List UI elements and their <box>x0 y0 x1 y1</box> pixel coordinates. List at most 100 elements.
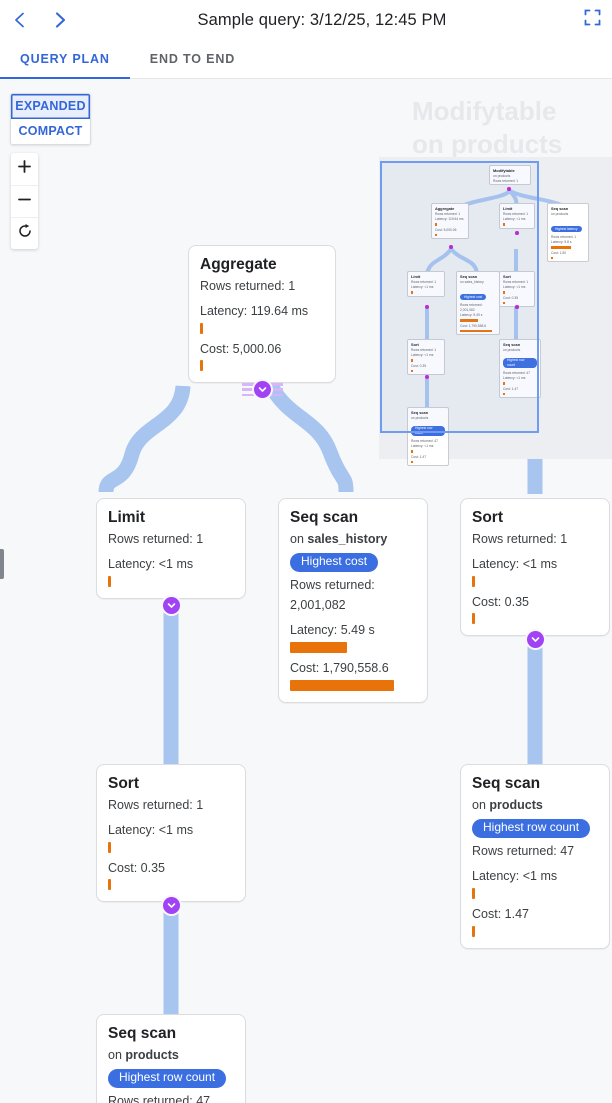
minimap-node-sub: Rows returned: 1 <box>493 178 519 183</box>
back-button[interactable] <box>0 0 40 40</box>
node-sort-low[interactable]: Sort Rows returned: 1 Latency: <1 ms Cos… <box>96 764 246 903</box>
minimap[interactable]: Modifytable on products Rows returned: 1… <box>379 157 612 467</box>
minimap-latency-bar <box>460 319 478 322</box>
minimap-node: Limit Rows returned: 1 Latency: <1 ms <box>407 271 445 297</box>
minimap-node: Modifytable on products Rows returned: 1 <box>489 165 531 186</box>
minimap-node-title: Seq scan <box>411 410 429 415</box>
minimap-latency-bar <box>411 291 413 294</box>
latency-bar <box>472 888 475 900</box>
minimap-node-title: Seq scan <box>551 206 569 211</box>
forward-button[interactable] <box>40 0 80 40</box>
minimap-cost-bar <box>411 369 413 373</box>
tab-query-plan[interactable]: QUERY PLAN <box>0 40 130 79</box>
minimap-node-sub: on sales_history <box>460 279 484 284</box>
cost-bar <box>200 360 203 372</box>
reset-view-button[interactable] <box>11 217 38 249</box>
plus-icon <box>17 159 32 179</box>
node-limit[interactable]: Limit Rows returned: 1 Latency: <1 ms <box>96 498 246 599</box>
minimap-cost-bar <box>411 460 413 464</box>
collapse-toggle-aggregate[interactable] <box>254 381 271 398</box>
minimap-latency-bar <box>411 359 413 362</box>
node-relation-name: sales_history <box>307 531 388 546</box>
node-on-prefix: on <box>290 531 308 546</box>
node-cost: Cost: 0.35 <box>472 594 529 609</box>
node-rows-value: 2,001,082 <box>290 598 346 613</box>
node-relation-name: products <box>125 1047 179 1062</box>
mode-expanded-button[interactable]: EXPANDED <box>11 94 90 119</box>
minimap-node: Sort Rows returned: 1 Latency: <1 ms Cos… <box>407 339 445 376</box>
node-title: Limit <box>108 509 146 526</box>
minimap-node-sub: Cost: 0.35 <box>411 363 427 368</box>
minimap-node-title: Sort <box>503 274 511 279</box>
tab-bar: QUERY PLAN END TO END <box>0 40 612 79</box>
node-title: Seq scan <box>108 1025 177 1042</box>
minimap-node-sub: on products <box>503 347 521 352</box>
minimap-cost-bar <box>503 392 505 396</box>
node-latency: Latency: <1 ms <box>472 869 558 884</box>
latency-bar <box>472 575 475 587</box>
node-cost: Cost: 5,000.06 <box>200 341 282 356</box>
minimap-cost-bar <box>460 329 492 333</box>
status-badge: Highest row count <box>472 818 591 839</box>
node-rows: Rows returned: 1 <box>108 797 204 812</box>
minimap-toggle-dot <box>449 245 453 249</box>
node-title: Aggregate <box>200 256 277 273</box>
minimap-node-sub: Latency: 5.49 s <box>460 313 483 318</box>
node-seqscan-products-bottom[interactable]: Seq scan on products Highest row count R… <box>96 1014 246 1103</box>
latency-bar <box>108 841 111 853</box>
latency-bar <box>200 322 203 334</box>
panel-resize-handle[interactable] <box>0 549 4 579</box>
status-badge: Highest row count <box>108 1068 227 1089</box>
node-cost: Cost: 1,790,558.6 <box>290 660 389 675</box>
minimap-node: Seq scan on products Highest row count R… <box>407 407 449 467</box>
collapse-toggle-sort-mid[interactable] <box>527 631 544 648</box>
node-cost: Cost: 0.35 <box>108 860 165 875</box>
node-rows: Rows returned: 1 <box>108 531 204 546</box>
zoom-out-button[interactable] <box>11 185 38 217</box>
minimap-toggle-dot <box>507 187 511 191</box>
minimap-node-sub: Rows returned: 47 <box>503 370 530 375</box>
minimap-node-sub: Cost: 1.47 <box>411 454 427 459</box>
node-aggregate[interactable]: Aggregate Rows returned: 1 Latency: 119.… <box>188 245 336 384</box>
node-rows: Rows returned: 1 <box>472 531 568 546</box>
minimap-node-title: Limit <box>411 274 421 279</box>
minimap-node-title: Aggregate <box>435 206 455 211</box>
minimap-viewport-rect[interactable] <box>380 161 539 433</box>
minimap-node-sub: Cost: 5,000.06 <box>435 227 457 232</box>
minimap-node-sub: Rows returned: 1 <box>551 234 577 239</box>
display-mode-group: EXPANDED COMPACT <box>10 93 91 145</box>
collapse-toggle-limit[interactable] <box>163 597 180 614</box>
tab-end-to-end[interactable]: END TO END <box>149 52 236 66</box>
minimap-node-sub: Cost: 0.35 <box>503 295 519 300</box>
node-seqscan-products-right[interactable]: Seq scan on products Highest row count R… <box>460 764 610 949</box>
node-on-prefix: on <box>108 1047 126 1062</box>
node-rows: Rows returned: 1 <box>200 278 296 293</box>
minimap-node-sub: Cost: 1,790,558.6 <box>460 323 487 328</box>
minimap-node-sub: Rows returned: 1 <box>435 211 461 216</box>
node-rows: Rows returned: 47 <box>108 1094 211 1103</box>
minus-icon <box>17 192 32 212</box>
minimap-node-sub: Rows returned: 2,001,082 <box>460 302 483 313</box>
node-relation: on products <box>472 796 598 815</box>
page-title: Sample query: 3/12/25, 12:45 PM <box>197 10 447 29</box>
fullscreen-button[interactable] <box>572 0 612 40</box>
latency-bar <box>290 641 347 653</box>
minimap-cost-bar <box>435 233 437 237</box>
node-relation-name: products <box>489 797 543 812</box>
node-sort-mid[interactable]: Sort Rows returned: 1 Latency: <1 ms Cos… <box>460 498 610 637</box>
mode-compact-button[interactable]: COMPACT <box>11 119 90 144</box>
minimap-node-sub: Latency: <1 ms <box>411 352 434 357</box>
node-latency: Latency: 119.64 ms <box>200 303 309 318</box>
node-title: Sort <box>108 775 139 792</box>
node-title: Sort <box>472 509 503 526</box>
collapse-toggle-sort-low[interactable] <box>163 897 180 914</box>
minimap-node-sub: Rows returned: 1 <box>503 279 529 284</box>
latency-bar <box>108 575 111 587</box>
minimap-node-sub: Latency: <1 ms <box>411 444 434 449</box>
node-seqscan-sales-history[interactable]: Seq scan on sales_history Highest cost R… <box>278 498 428 703</box>
plan-canvas[interactable]: Modifytable on products Rows returned Li… <box>0 79 612 1103</box>
minimap-node-title: Limit <box>503 206 513 211</box>
minimap-node-sub: Rows returned: 1 <box>503 211 529 216</box>
zoom-in-button[interactable] <box>11 153 38 185</box>
